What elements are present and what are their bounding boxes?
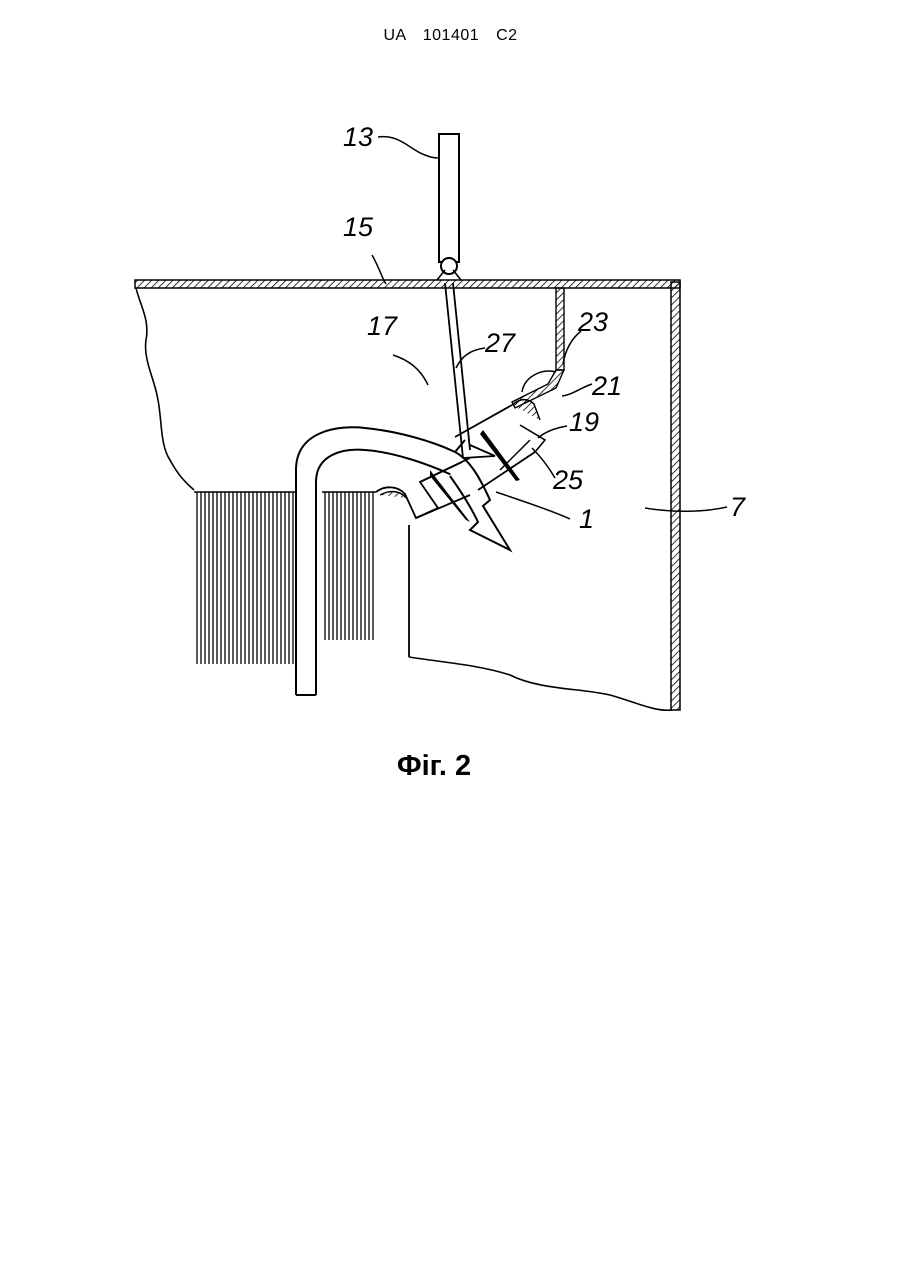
filter-fibres — [194, 492, 376, 664]
ref-label-19: 19 — [569, 407, 599, 437]
ref-label-1: 1 — [579, 504, 594, 534]
ref-label-25: 25 — [552, 465, 584, 495]
top-wall — [135, 280, 680, 288]
right-wall — [671, 282, 680, 710]
ref-label-17: 17 — [367, 311, 398, 341]
ref-label-27: 27 — [484, 328, 516, 358]
bottom-break-line — [409, 657, 672, 710]
curved-flow-pipe — [296, 427, 465, 695]
ref-label-13: 13 — [343, 122, 373, 152]
ref-label-7: 7 — [730, 492, 746, 522]
ref-label-21: 21 — [591, 371, 622, 401]
figure-caption: Фіг. 2 — [0, 750, 868, 783]
baffle — [512, 288, 564, 408]
actuator-rod — [437, 134, 461, 280]
ref-label-15: 15 — [343, 212, 374, 242]
flow-arrow — [450, 452, 510, 550]
left-break-line — [136, 288, 194, 490]
lever — [445, 283, 495, 458]
ref-label-23: 23 — [577, 307, 608, 337]
